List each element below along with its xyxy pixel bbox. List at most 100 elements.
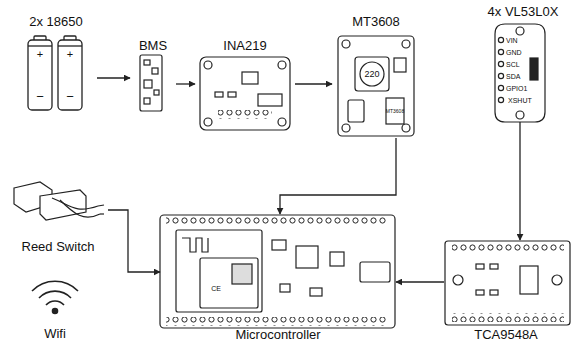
reed-switch: Reed Switch <box>6 178 110 254</box>
reed-switch <box>14 182 104 220</box>
mt3608-board-part <box>386 98 404 124</box>
microcontroller-board-part <box>200 258 258 308</box>
wifi-icon: Wifi <box>18 272 92 341</box>
bms-board-part <box>154 90 159 95</box>
microcontroller-board-part <box>310 288 322 296</box>
vl53l0x-board-part <box>498 73 503 78</box>
tca9548a-board-part <box>490 290 498 295</box>
bms-module: BMS <box>130 38 176 112</box>
mt3608-board-part <box>338 36 414 136</box>
tca9548a-board <box>445 241 570 325</box>
vl53l0x-board-part <box>516 27 524 35</box>
bms-board-part <box>140 55 162 111</box>
microcontroller-board-part <box>166 317 388 326</box>
tca9548a-board-part <box>445 241 570 325</box>
polarity-mark: + <box>67 49 73 60</box>
module-marking: CE <box>211 285 221 292</box>
flow-arrow <box>396 281 444 282</box>
tca9548a-board-part <box>452 243 564 252</box>
reed-switch-part <box>52 198 98 209</box>
bms-board-part <box>144 98 150 104</box>
ina219-board-part <box>200 57 290 130</box>
mt3608-board-part <box>402 40 410 48</box>
ina219-board-part <box>204 118 212 126</box>
microcontroller-board-part <box>330 252 344 266</box>
microcontroller-board-part <box>182 238 208 252</box>
flow-arrow <box>108 210 160 272</box>
battery-pack: 2x 18650 <box>15 14 97 114</box>
microcontroller: Microcontroller <box>158 212 398 342</box>
tca9548a-board-part <box>453 275 463 285</box>
ina219-board <box>200 57 290 130</box>
pin-name: GND <box>506 49 522 56</box>
polarity-mark: − <box>36 90 44 103</box>
ina219-board-part <box>204 61 212 69</box>
pin-name: GPIO1 <box>506 85 527 92</box>
mt3608-board-part <box>342 40 350 48</box>
vl53l0x-board-part <box>530 58 538 80</box>
flow-arrow <box>519 122 520 240</box>
bms-board-part <box>144 80 152 88</box>
tca9548a-board-part <box>552 275 562 285</box>
vl53l0x-board-part <box>516 111 524 119</box>
wifi-icon-part <box>53 309 58 314</box>
current-sensor: INA219 <box>195 38 295 133</box>
pin-name: SDA <box>506 73 520 80</box>
wifi-icon-part <box>46 301 64 305</box>
reed-switch-part <box>100 213 104 214</box>
ina219-board-part <box>278 118 286 126</box>
bms-board <box>140 55 162 111</box>
microcontroller-board-part <box>272 240 286 250</box>
part-name: 4x VL53L0X <box>488 4 559 19</box>
vl53l0x-board-part <box>498 49 503 54</box>
microcontroller-board <box>160 215 395 328</box>
pin-name: XSHUT <box>508 97 532 104</box>
vl53l0x-board-part <box>498 61 503 66</box>
battery-pair-part <box>28 45 52 46</box>
mt3608-board-part <box>355 57 389 91</box>
tca9548a-board-part <box>452 313 564 322</box>
wifi-icon <box>32 281 78 313</box>
tof-sensor: 4x VL53L0X <box>474 4 572 122</box>
microcontroller-board-part <box>296 246 318 268</box>
pin-name: SCL <box>506 61 520 68</box>
vl53l0x-board-part <box>495 24 545 122</box>
part-name: Wifi <box>44 326 66 341</box>
ina219-board-part <box>258 94 282 106</box>
bms-board-part <box>152 68 158 74</box>
part-name: MT3608 <box>352 14 400 29</box>
wifi-icon-part <box>32 281 78 291</box>
bms-board-part <box>144 60 150 65</box>
polarity-mark: + <box>37 49 43 60</box>
flow-arrow <box>97 77 130 78</box>
ina219-board-part <box>215 92 223 97</box>
part-name: TCA9548A <box>474 327 538 342</box>
part-name: Reed Switch <box>22 239 95 254</box>
pin-name: VIN <box>506 37 518 44</box>
microcontroller-board-part <box>160 215 395 328</box>
vl53l0x-board-part <box>498 97 503 102</box>
vl53l0x-board-part <box>498 37 503 42</box>
microcontroller-board-part <box>280 284 290 292</box>
mt3608-board-part <box>342 124 350 132</box>
battery-pair-part <box>28 40 52 110</box>
part-name: 2x 18650 <box>29 14 83 29</box>
part-name: INA219 <box>223 38 266 53</box>
flow-arrow <box>280 138 396 214</box>
microcontroller-board-part <box>166 217 388 226</box>
mt3608-board-part <box>394 58 406 72</box>
polarity-mark: − <box>66 90 74 103</box>
ina219-board-part <box>218 110 272 119</box>
vl53l0x-board-part <box>498 85 503 90</box>
ina219-board-part <box>228 92 236 97</box>
mt3608-board <box>338 36 414 136</box>
microcontroller-board-part <box>360 262 390 282</box>
battery-pair <box>28 36 82 110</box>
ina219-board-part <box>242 72 258 84</box>
tca9548a-board-part <box>490 264 498 269</box>
part-name: Microcontroller <box>235 327 320 342</box>
chip-marking: MT3608 <box>386 109 404 114</box>
vl53l0x-board <box>495 24 545 122</box>
